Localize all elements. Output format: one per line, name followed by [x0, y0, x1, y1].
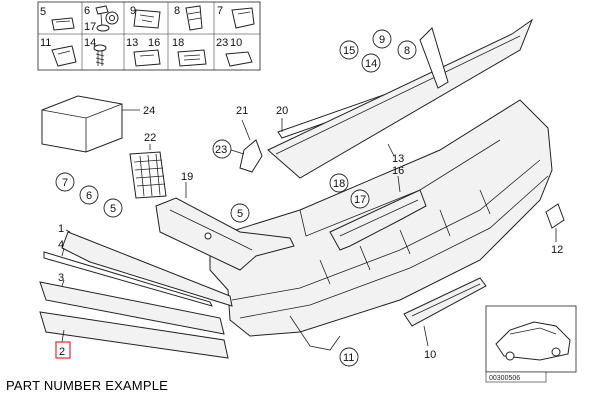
circle-6 [79, 185, 99, 205]
push-rivet-part-6 [95, 5, 110, 32]
vehicle-thumbnail-inset: 00300506 [485, 305, 577, 383]
clip-part-5 [51, 17, 75, 31]
callout-21: 21 [236, 105, 248, 117]
part-12-clip: 12 [545, 203, 565, 256]
callout-16: 16 [392, 165, 404, 177]
callout-5b: 5 [237, 208, 243, 220]
inset-label-17: 17 [84, 21, 96, 33]
inset-label-16: 16 [148, 37, 160, 49]
clip-part-23 [225, 51, 253, 67]
callout-12: 12 [551, 244, 563, 256]
circle-8 [397, 40, 417, 60]
highlighted-callout-2[interactable]: 2 [55, 341, 71, 359]
callout-9: 9 [379, 34, 385, 46]
callout-19: 19 [181, 171, 193, 183]
nut-clip-part [133, 9, 161, 29]
inset-label-5: 5 [40, 6, 46, 18]
lower-trim-strips: 1 4 3 [39, 223, 233, 359]
part-13-upper-cover [267, 18, 534, 179]
callout-8: 8 [404, 45, 410, 57]
part-17-mount-bracket [329, 189, 427, 251]
part-22-vent-grille: 22 [129, 132, 167, 199]
inset-label-8: 8 [174, 5, 180, 17]
speed-nut-part-13 [133, 49, 161, 67]
inset-label-11: 11 [40, 37, 51, 49]
callout-11: 11 [343, 352, 354, 364]
circle-23 [212, 139, 232, 159]
part-24-kit-box: 24 [41, 95, 155, 153]
inset-label-6: 6 [84, 5, 90, 17]
callout-1: 1 [58, 223, 64, 235]
callout-3: 3 [58, 272, 64, 284]
inset-label-14: 14 [84, 37, 96, 49]
callout-7: 7 [62, 177, 68, 189]
strip-4 [43, 251, 213, 307]
callout-24: 24 [143, 105, 155, 117]
circle-14 [361, 53, 381, 73]
inset-label-23: 23 [216, 37, 228, 49]
callout-14: 14 [365, 58, 377, 70]
strip-2 [39, 311, 229, 359]
inset-label-18: 18 [172, 37, 184, 49]
callout-18: 18 [333, 178, 345, 190]
inset-label-7: 7 [217, 5, 223, 17]
bracket-clip-part-8 [185, 5, 203, 31]
circle-9 [372, 29, 392, 49]
washer-part-9 [105, 11, 119, 25]
callout-20: 20 [276, 105, 288, 117]
circle-11 [339, 347, 359, 367]
part-21-bracket: 21 [230, 105, 263, 173]
clip-part-18 [177, 49, 207, 67]
inset-label-10: 10 [230, 37, 242, 49]
callout-15: 15 [343, 45, 355, 57]
callout-23: 23 [215, 144, 227, 156]
retainer-part-11 [51, 45, 77, 67]
part-10-lower-bracket: 10 [403, 277, 487, 361]
strip-3 [39, 281, 225, 335]
callout-22: 22 [144, 132, 156, 144]
circle-17 [350, 189, 370, 209]
inset-label-13: 13 [126, 37, 138, 49]
circle-7 [55, 172, 75, 192]
callout-10: 10 [424, 349, 436, 361]
callout-6: 6 [86, 190, 92, 202]
circled-callouts: 15 14 9 8 23 18 17 7 6 5 5 11 [55, 29, 417, 367]
screw-part-14 [93, 44, 107, 66]
grommet-part-7 [231, 7, 255, 29]
circle-15 [339, 40, 359, 60]
circle-5b [230, 203, 250, 223]
circle-5a [103, 198, 123, 218]
strip-1 [61, 231, 233, 307]
diagram-code: 00300506 [489, 375, 520, 382]
small-parts-inset: 5 6 17 8 7 9 11 14 13 16 18 23 10 [37, 1, 261, 71]
callout-13: 13 [392, 153, 404, 165]
callout-2: 2 [59, 346, 65, 358]
circle-18 [329, 173, 349, 193]
part-19-side-bracket: 19 [155, 171, 295, 271]
callout-4: 4 [58, 239, 64, 251]
caption: PART NUMBER EXAMPLE [6, 378, 169, 393]
callout-17: 17 [354, 194, 366, 206]
inset-label-9: 9 [130, 5, 136, 17]
callout-5a: 5 [110, 203, 116, 215]
